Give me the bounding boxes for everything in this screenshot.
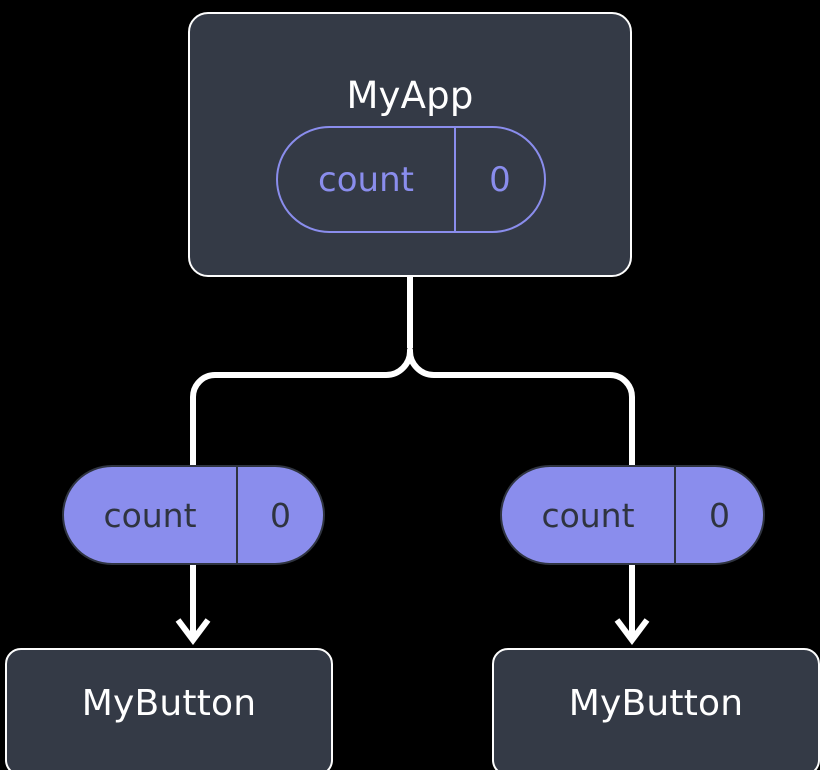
state-pill-myapp[interactable]: count 0 [276, 126, 546, 233]
prop-pill-key-left: count [103, 495, 197, 535]
state-pill-value: 0 [454, 128, 544, 231]
arrow-right [614, 565, 650, 645]
arrow-left [175, 565, 211, 645]
prop-pill-key-right: count [541, 495, 635, 535]
prop-pill-left[interactable]: count 0 [62, 465, 325, 565]
state-pill-key: count [318, 159, 414, 200]
component-label-mybutton-right: MyButton [568, 683, 744, 724]
arrow-head-left [175, 618, 211, 645]
component-box-mybutton-left[interactable]: MyButton [5, 648, 333, 770]
prop-pill-value-right: 0 [674, 467, 763, 563]
prop-pill-right[interactable]: count 0 [500, 465, 765, 565]
component-label-mybutton-left: MyButton [81, 683, 257, 724]
fork-branch-path [190, 347, 635, 472]
prop-pill-value-left: 0 [236, 467, 323, 563]
component-box-mybutton-right[interactable]: MyButton [492, 648, 820, 770]
component-label-myapp: MyApp [346, 74, 474, 117]
arrow-head-right [614, 618, 650, 645]
